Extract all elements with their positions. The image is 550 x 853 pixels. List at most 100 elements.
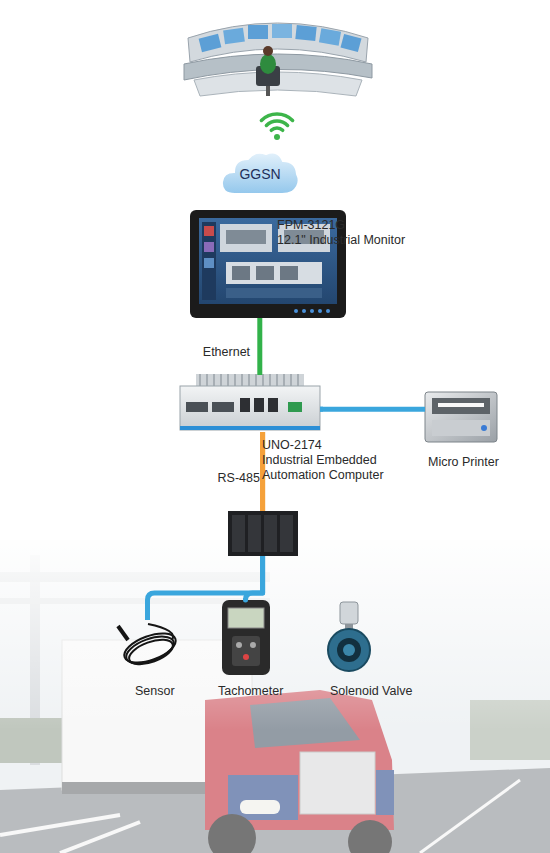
embedded-computer-part-part (234, 374, 236, 386)
control-room-part (199, 34, 222, 52)
printer-node: Micro Printer (425, 392, 497, 442)
industrial-monitor-part (202, 222, 216, 300)
embedded-computer-part (196, 374, 304, 386)
industrial-monitor-part (226, 230, 266, 244)
embedded-computer-part (200, 374, 298, 386)
serial-line (320, 407, 323, 412)
bus-line (246, 556, 263, 600)
control-room (184, 23, 372, 96)
tachometer-device-part (228, 608, 264, 628)
embedded-computer-part-part (227, 374, 229, 386)
embedded-computer-part (212, 402, 234, 412)
embedded-computer (180, 374, 320, 430)
photo-fade (0, 530, 550, 730)
wireless-signal-part (274, 134, 280, 140)
embedded-computer-part (186, 402, 208, 412)
sensor-node: Sensor (115, 620, 180, 675)
control-room-part (263, 46, 273, 56)
embedded-computer-part-part (269, 374, 271, 386)
sensor-probe-part (123, 631, 178, 669)
solenoid-valve-part (343, 644, 355, 656)
wireless-signal-part (261, 114, 292, 120)
embedded-computer-part-part (290, 374, 292, 386)
tachometer-device-part (236, 642, 242, 648)
industrial-monitor-part (318, 309, 322, 313)
solenoid-valve (328, 602, 370, 671)
embedded-computer-part-part (241, 374, 243, 386)
io-module-part (264, 515, 277, 552)
node-title: FPM-3121G (277, 218, 345, 233)
industrial-monitor-part (190, 210, 346, 318)
micro-printer-part (481, 425, 487, 431)
node-title: GGSN (218, 166, 302, 182)
industrial-monitor-part (294, 309, 298, 313)
micro-printer-part (432, 398, 490, 414)
industrial-monitor-part (232, 266, 250, 280)
node-title: Solenoid Valve (330, 684, 412, 699)
node-subtitle: Industrial Embedded Automation Computer (262, 453, 407, 483)
industrial-monitor (190, 210, 346, 318)
industrial-monitor-part (256, 266, 274, 280)
ethernet-line (257, 318, 262, 375)
edge-label: Ethernet (203, 345, 250, 360)
node-title: UNO-2174 (262, 438, 322, 453)
industrial-monitor-part (302, 309, 306, 313)
embedded-computer-part-part (262, 374, 264, 386)
sensor-probe-part (118, 626, 128, 640)
truck-photo-part (348, 820, 392, 853)
io-module (228, 511, 298, 556)
embedded-computer-part-part (276, 374, 278, 386)
control-room-part (260, 54, 276, 74)
tachometer-device-part (250, 642, 256, 648)
industrial-monitor-part (310, 309, 314, 313)
tachometer-device-part (222, 600, 270, 675)
wireless-signal-part (271, 128, 282, 130)
bus-line (148, 556, 263, 620)
io-module-part (280, 515, 293, 552)
embedded-computer-part (254, 398, 264, 412)
truck-photo-part (240, 800, 280, 814)
tachometer-node: Tachometer (218, 598, 273, 675)
fieldbus-line (246, 432, 263, 600)
monitor-node: FPM-3121G12.1" Industrial Monitor (190, 210, 346, 318)
control-room-part (248, 25, 268, 39)
embedded-computer-part (288, 402, 302, 412)
truck-photo-part (420, 780, 520, 853)
solenoid-valve-part (328, 629, 370, 671)
truck-photo-part (60, 822, 140, 853)
node-title: Micro Printer (428, 455, 499, 470)
control-room-part (340, 34, 361, 52)
industrial-monitor-part (204, 226, 214, 236)
truck-photo-part (300, 752, 375, 814)
node-subtitle: 12.1" Industrial Monitor (277, 233, 405, 248)
tachometer-device-part (232, 636, 260, 666)
tachometer-device-part (243, 654, 249, 660)
wireless-signal-part (266, 121, 287, 125)
solenoid-valve-part (337, 638, 361, 662)
embedded-computer-part-part (199, 374, 201, 386)
node-title: Tachometer (218, 684, 283, 699)
tachometer-device (222, 600, 270, 675)
embedded-computer-part-part (213, 374, 215, 386)
micro-printer-part (432, 420, 490, 436)
io-module-part (232, 515, 245, 552)
computer-node: UNO-2174Industrial Embedded Automation C… (180, 375, 320, 432)
io-module-part (228, 511, 298, 556)
node-title: Sensor (135, 684, 175, 699)
cloud-node: GGSN (218, 148, 302, 200)
embedded-computer-part-part (220, 374, 222, 386)
sensor-probe-part (126, 635, 176, 670)
wireless-signal (261, 114, 292, 140)
embedded-computer-part-part (248, 374, 250, 386)
embedded-computer-part (180, 426, 320, 430)
truck-photo-part (208, 814, 256, 853)
embedded-computer-part (240, 398, 250, 412)
embedded-computer-part-part (297, 374, 299, 386)
embedded-computer-part (180, 386, 320, 430)
industrial-monitor-part (204, 242, 214, 252)
control-room-part (266, 86, 270, 96)
industrial-monitor-part (280, 266, 298, 280)
